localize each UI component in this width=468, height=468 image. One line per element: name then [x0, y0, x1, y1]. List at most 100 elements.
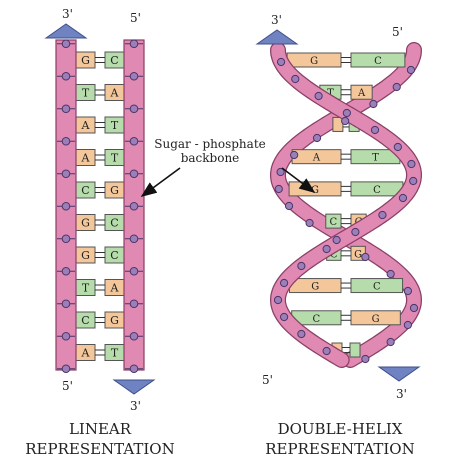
base-left-letter: G — [81, 249, 90, 262]
helix-phosphate-a — [398, 193, 408, 203]
phosphate-right — [129, 169, 139, 179]
helix-phosphate-a — [297, 329, 306, 339]
helix-phosphate-b — [361, 354, 370, 364]
helix-top-left-strand-end — [255, 29, 299, 45]
base-left-letter: T — [82, 87, 90, 100]
helix-phosphate-b — [369, 99, 378, 109]
phosphate-right — [129, 71, 139, 81]
helix-base-right-letter: C — [373, 282, 381, 293]
phosphate-right — [129, 136, 139, 146]
linear-caption-line-2: REPRESENTATION — [25, 440, 174, 458]
helix-base-left-letter: G — [310, 56, 318, 67]
helix-base-left-letter: C — [330, 249, 338, 260]
helix-phosphate-a — [409, 176, 418, 186]
helix-base-right — [350, 84, 373, 100]
phosphate-right — [129, 266, 139, 276]
base-right-letter: C — [110, 54, 118, 67]
phosphate-right — [129, 331, 139, 341]
helix-label-top-right-end: 5' — [392, 25, 403, 39]
helix-phosphate-a — [280, 312, 289, 322]
base-left-letter: C — [81, 314, 89, 327]
helix-strand-front-segment — [269, 42, 422, 368]
helix-phosphate-b — [361, 252, 370, 262]
base-right-letter: C — [110, 217, 118, 230]
phosphate-right — [129, 104, 139, 114]
helix-phosphate-b — [290, 150, 299, 160]
helix-label-bottom-right-end: 3' — [396, 387, 407, 401]
helix-base-left-letter: A — [312, 153, 321, 164]
helix-label-bottom-left-end: 5' — [262, 373, 273, 387]
helix-base-left — [332, 116, 344, 132]
helix-caption-line-1: DOUBLE-HELIX — [278, 420, 403, 438]
base-right-letter: A — [110, 282, 120, 295]
helix-phosphate-a — [322, 346, 331, 356]
base-right-letter: T — [111, 152, 119, 165]
label-top-left-end: 3' — [62, 7, 73, 21]
helix-base-left — [325, 213, 342, 229]
helix-phosphate-a — [314, 91, 323, 101]
helix-phosphate-b — [341, 116, 350, 126]
helix-phosphate-b — [274, 184, 283, 194]
phosphate-left — [61, 39, 71, 49]
phosphate-right — [129, 299, 139, 309]
helix-phosphate-b — [403, 320, 412, 330]
helix-base-right — [350, 52, 406, 68]
base-left-letter: C — [81, 184, 89, 197]
helix-phosphate-b — [386, 337, 395, 347]
helix-phosphate-a — [370, 125, 380, 135]
bottom-right-strand-end — [112, 379, 156, 395]
helix-phosphate-b — [276, 167, 285, 177]
phosphate-right — [129, 39, 139, 49]
phosphate-left — [61, 266, 71, 276]
phosphate-left — [61, 364, 71, 374]
helix-bottom-right-strand-end — [377, 366, 421, 382]
phosphate-right — [129, 201, 139, 211]
helix-phosphate-a — [393, 142, 402, 152]
helix-phosphate-b — [284, 201, 294, 211]
helix-phosphate-a — [297, 261, 306, 271]
base-left-letter: A — [81, 119, 91, 132]
linear-caption-line-1: LINEAR — [69, 420, 132, 438]
helix-phosphate-a — [273, 295, 283, 305]
base-right-letter: C — [110, 249, 118, 262]
helix-phosphate-a — [291, 74, 300, 84]
helix-phosphate-b — [305, 218, 314, 228]
base-right-letter: G — [110, 314, 119, 327]
top-left-strand-end — [44, 23, 88, 39]
annotation-arrow-left — [140, 167, 181, 197]
helix-phosphate-b — [332, 235, 341, 245]
base-left-letter: A — [81, 152, 91, 165]
phosphate-left — [61, 201, 71, 211]
linear-phosphate-groups — [57, 39, 143, 374]
helix-base-right — [349, 342, 361, 358]
helix-phosphate-a — [342, 108, 351, 118]
helix-phosphate-b — [312, 133, 322, 143]
label-top-right-end: 5' — [130, 11, 141, 25]
helix-phosphate-a — [351, 227, 360, 237]
phosphate-left — [61, 299, 71, 309]
base-right-letter: T — [111, 119, 119, 132]
helix-base-right-letter: G — [372, 314, 380, 325]
helix-base-right-letter: C — [373, 185, 381, 196]
helix-phosphate-a — [407, 159, 416, 169]
helix-base-right-letter: G — [354, 249, 362, 260]
helix-base-right — [350, 278, 404, 294]
helix-strand-a — [271, 43, 421, 367]
phosphate-right — [129, 234, 139, 244]
